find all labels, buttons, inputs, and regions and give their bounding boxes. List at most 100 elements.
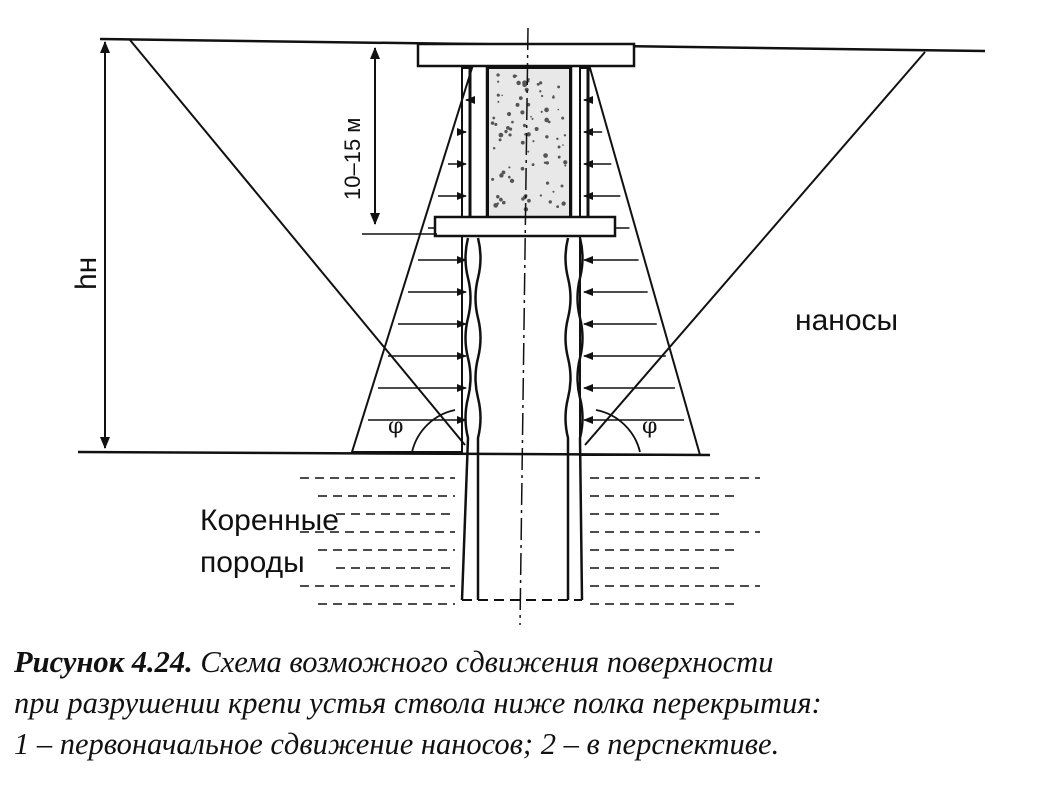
concrete-dot (496, 202, 500, 205)
concrete-dot (552, 95, 555, 99)
concrete-dot (499, 197, 503, 202)
concrete-dot (526, 132, 531, 137)
concrete-dot (545, 135, 549, 139)
concrete-dot (508, 127, 513, 131)
caption-line-1: Рисунок 4.24. Схема возможного сдвижения… (14, 642, 1030, 683)
concrete-dot (506, 111, 512, 117)
concrete-dot (556, 137, 559, 141)
concrete-dot (563, 160, 568, 165)
concrete-dot (515, 102, 520, 107)
depth-label: 10–15 м (340, 118, 365, 200)
concrete-dot (515, 75, 518, 77)
concrete-dot (543, 161, 547, 164)
concrete-dot (557, 108, 560, 111)
subsidence-line-wide-right (584, 51, 926, 446)
shaft-wall-lower-right-inner (564, 237, 572, 600)
concrete-dot (508, 166, 511, 169)
concrete-dot (552, 190, 555, 193)
concrete-dot (508, 133, 512, 137)
concrete-dot (492, 146, 496, 150)
shaft-collapse-diagram: hн 10–15 м φ φ наносы Коренные породы (70, 27, 986, 626)
concrete-dot (518, 96, 523, 100)
caption-title: Схема возможного сдвижения поверхности (200, 645, 774, 679)
caption-figure-number: Рисунок 4.24. (14, 645, 193, 679)
bedrock-label-line2: породы (200, 546, 305, 579)
concrete-dot (540, 110, 543, 113)
concrete-dot (498, 138, 502, 142)
caption-line-2: при разрушении крепи устья ствола ниже п… (14, 686, 822, 720)
concrete-dot (496, 195, 500, 199)
shaft-wall-lower-left-inner (474, 237, 482, 600)
sediments-label: наносы (795, 304, 898, 337)
concrete-dot (497, 100, 500, 103)
concrete-dot (527, 150, 530, 153)
concrete-dot (556, 205, 560, 209)
concrete-dot (531, 117, 534, 120)
bedrock-hatching-left (300, 477, 455, 605)
concrete-dot (497, 80, 500, 83)
subsidence-prism-right (579, 67, 702, 456)
concrete-dot (560, 184, 564, 188)
collar-slab (416, 42, 636, 68)
concrete-dot (492, 116, 496, 120)
concrete-dot (522, 80, 527, 86)
concrete-dot (531, 163, 535, 167)
angle-arc-right (595, 409, 641, 453)
earth-pressure-arrows-right (583, 96, 685, 424)
concrete-dot (498, 132, 504, 138)
concrete-dot (561, 116, 565, 120)
concrete-dot (530, 115, 532, 118)
concrete-dot (557, 145, 561, 149)
concrete-dot (548, 200, 552, 204)
concrete-dot (520, 140, 525, 145)
concrete-dot (501, 170, 506, 175)
concrete-dot (562, 144, 564, 146)
concrete-dot (563, 134, 567, 137)
concrete-dot (520, 110, 525, 115)
concrete-dot (490, 121, 495, 125)
shaft-axis-line (519, 27, 529, 626)
concrete-dot (504, 129, 508, 134)
earth-pressure-arrows-left (368, 96, 475, 424)
concrete-dot (501, 200, 506, 205)
concrete-dot (561, 201, 566, 206)
concrete-dot (511, 120, 514, 124)
angle-label-left: φ (388, 414, 403, 439)
concrete-dot (557, 85, 561, 89)
concrete-dot (540, 94, 544, 98)
concrete-dot (520, 166, 525, 171)
concrete-dot (499, 173, 504, 178)
angle-label-right: φ (642, 414, 657, 439)
figure-caption: Рисунок 4.24. Схема возможного сдвижения… (14, 642, 1030, 765)
angle-arc-left (411, 409, 456, 453)
concrete-dot (501, 94, 503, 97)
concrete-dot (539, 81, 543, 85)
concrete-dot (512, 74, 517, 78)
concrete-dot (494, 122, 498, 126)
concrete-dot (527, 198, 531, 203)
concrete-dot (491, 177, 495, 181)
concrete-dot (536, 82, 540, 86)
concrete-dot (507, 175, 511, 179)
shaft-wall-lower-right-outer (576, 237, 584, 601)
concrete-dot (543, 153, 548, 158)
shaft-concrete-plug (487, 67, 571, 219)
concrete-dot (507, 126, 510, 129)
bedrock-label-line1: Коренные (200, 504, 339, 537)
height-label: hн (70, 257, 103, 290)
concrete-dot (544, 117, 549, 123)
concrete-dot (496, 73, 500, 77)
bedrock-hatching-right (590, 477, 760, 605)
caption-line-3: 1 – первоначальное сдвижение наносов; 2 … (14, 727, 780, 761)
concrete-dot (496, 93, 500, 97)
subsidence-line-wide-left (129, 39, 466, 446)
concrete-dot (557, 155, 561, 159)
concrete-dot (493, 203, 499, 208)
subsidence-prism-left (350, 67, 474, 453)
concrete-dot (544, 107, 549, 113)
concrete-dot (545, 161, 549, 165)
concrete-dot (545, 181, 550, 185)
concrete-dot (539, 194, 543, 197)
concrete-dot (522, 123, 527, 128)
concrete-dot (516, 80, 521, 86)
